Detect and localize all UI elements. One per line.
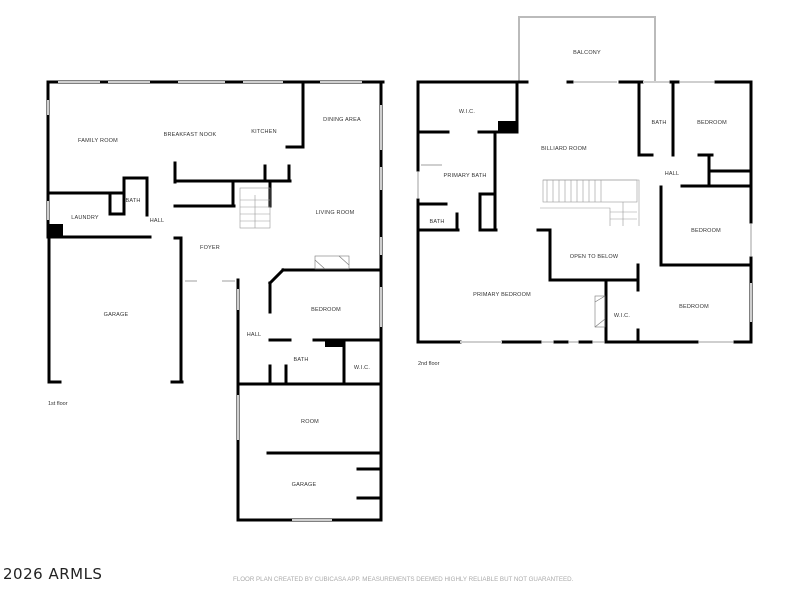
room-label-bedroom: BEDROOM — [311, 307, 341, 313]
second-floor-fireplace — [594, 295, 606, 328]
room-label-hall: HALL — [149, 218, 165, 224]
room-label-dining-area: DINING AREA — [323, 117, 361, 123]
first-floor-label: 1st floor — [48, 401, 68, 407]
room-label-living-room: LIVING ROOM — [315, 210, 355, 216]
room-label-open-to-below: OPEN TO BELOW — [569, 254, 619, 260]
room-label-room: ROOM — [301, 419, 319, 425]
room-label-balcony: BALCONY — [573, 50, 601, 56]
room-label-primary-bath: PRIMARY BATH — [443, 173, 487, 179]
room-label-wic: W.I.C. — [353, 365, 371, 371]
room-label-bath: BATH — [429, 219, 445, 225]
second-floor-stairs — [540, 179, 640, 226]
room-label-hall: HALL — [664, 171, 680, 177]
copyright-watermark: 2026 ARMLS — [3, 565, 103, 583]
first-floor-fireplace — [314, 255, 350, 270]
balcony-railing — [518, 16, 656, 82]
room-label-bath: BATH — [651, 120, 667, 126]
second-floor-windows — [417, 81, 752, 343]
room-label-family-room: FAMILY ROOM — [78, 138, 118, 144]
room-label-wic: W.I.C. — [458, 109, 476, 115]
room-label-bedroom: BEDROOM — [697, 120, 727, 126]
disclaimer-text: FLOOR PLAN CREATED BY CUBICASA APP. MEAS… — [233, 576, 574, 583]
room-label-kitchen: KITCHEN — [251, 129, 277, 135]
room-label-garage: GARAGE — [291, 482, 317, 488]
first-floor-stairs — [239, 187, 271, 229]
second-floor-walls — [416, 80, 753, 344]
first-floor-walls — [46, 80, 385, 522]
room-label-primary-bedroom: PRIMARY BEDROOM — [473, 292, 531, 298]
room-label-breakfast-nook: BREAKFAST NOOK — [163, 132, 217, 138]
room-label-bedroom: BEDROOM — [691, 228, 721, 234]
room-label-bath: BATH — [125, 198, 141, 204]
room-label-wic: W.I.C. — [613, 313, 631, 319]
first-floor-windows — [47, 81, 382, 521]
room-label-laundry: LAUNDRY — [71, 215, 99, 221]
second-floor-label: 2nd floor — [418, 361, 440, 367]
room-label-bath: BATH — [293, 357, 309, 363]
room-label-billiard-room: BILLIARD ROOM — [541, 146, 587, 152]
room-label-garage: GARAGE — [103, 312, 129, 318]
room-label-foyer: FOYER — [200, 245, 220, 251]
room-label-hall: HALL — [246, 332, 262, 338]
room-label-bedroom: BEDROOM — [679, 304, 709, 310]
